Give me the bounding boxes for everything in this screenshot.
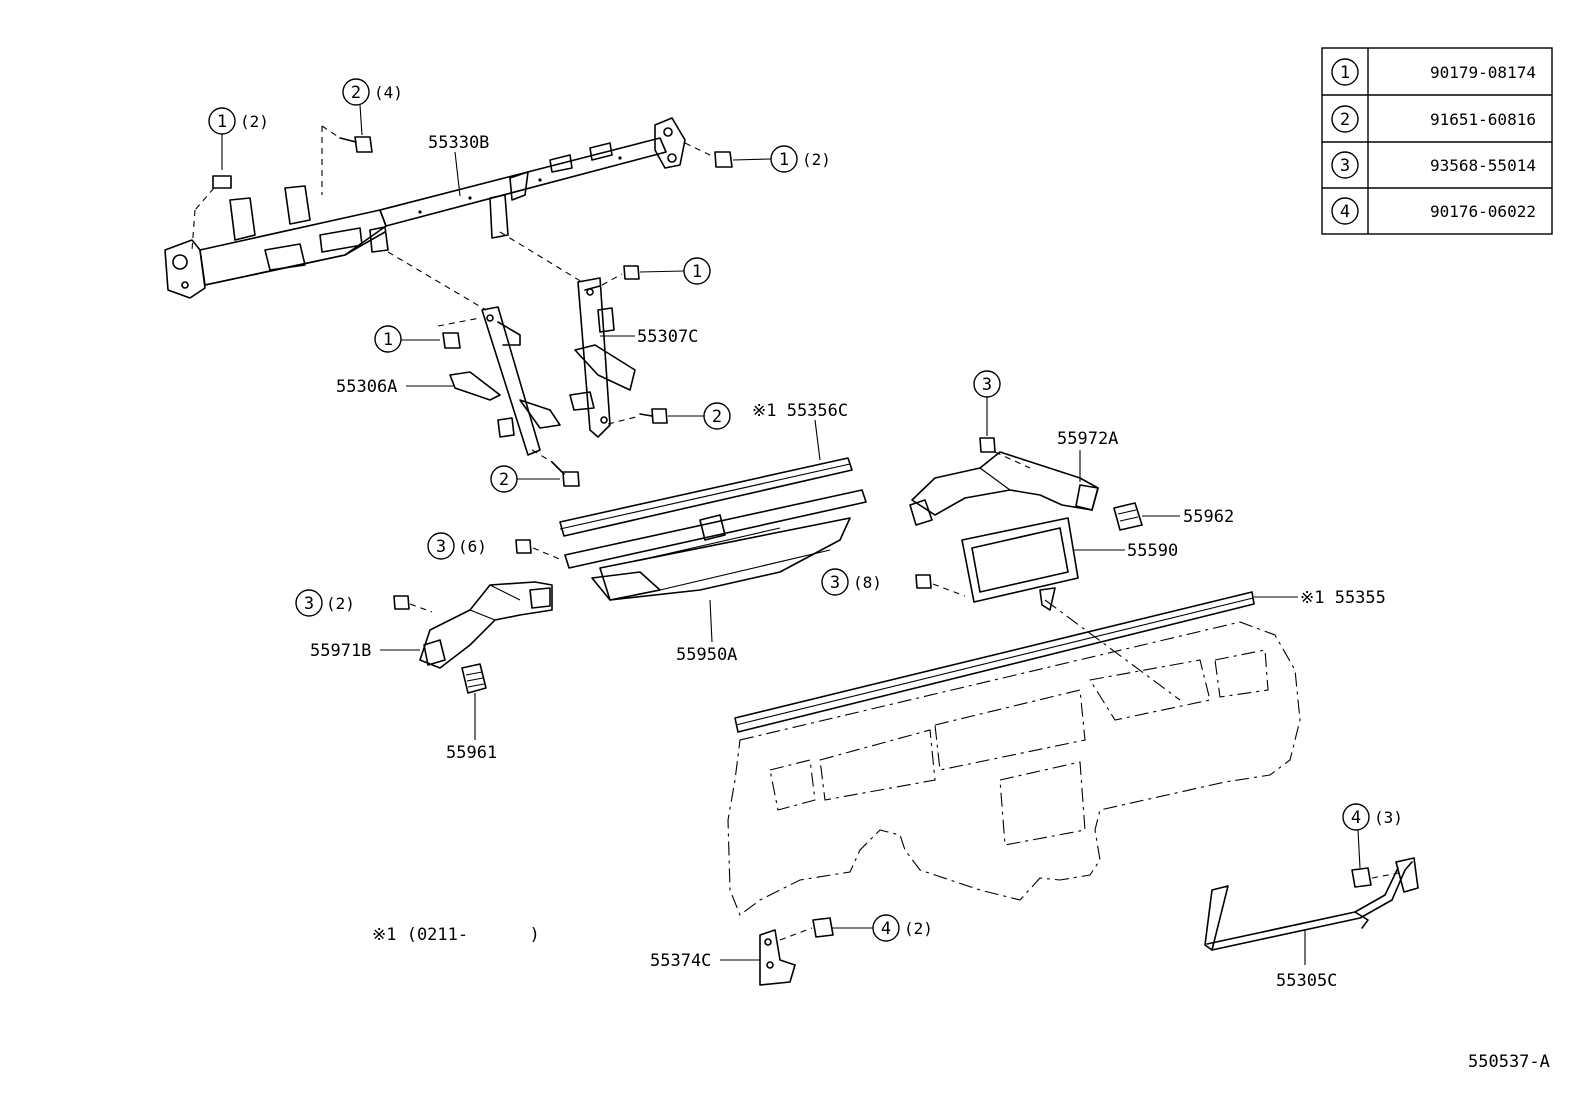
label-55305C: 55305C [1276,971,1337,991]
legend-num-2: 2 [1340,110,1350,130]
fastener-qty: (2) [802,150,831,169]
legend-part-1: 90179-08174 [1430,63,1536,82]
fastener-3-qty6: 3 (6) [427,532,563,561]
fastener-qty: (2) [904,919,933,938]
part-55950A-panel: 55950A [564,489,867,665]
part-55972A-duct: 55972A [909,429,1118,526]
fastener-num: 1 [383,330,393,350]
fastener-num: 2 [712,407,722,427]
legend-part-3: 93568-55014 [1430,156,1536,175]
fastener-1-qty2-left: 1 (2) [191,107,269,251]
fastener-qty: (2) [326,594,355,613]
fastener-num: 2 [351,83,361,103]
legend-row-3: 3 93568-55014 [1331,151,1536,179]
part-55305C-brace: 55305C [1204,857,1419,991]
fastener-4-qty2: 4 (2) [812,914,933,942]
fastener-num: 1 [779,150,789,170]
fastener-3-top: 3 [973,370,1031,469]
legend-num-4: 4 [1340,202,1350,222]
part-55971B-duct: 55971B [310,581,553,669]
part-55307C-brace: 55307C [499,231,698,438]
legend-part-2: 91651-60816 [1430,110,1536,129]
label-55961: 55961 [446,743,497,763]
fastener-2-lower-left: 2 [490,449,580,493]
label-55972A: 55972A [1057,429,1118,449]
fastener-4-qty3: 4 (3) [1342,803,1403,888]
fastener-num: 3 [830,573,840,593]
legend-part-4: 90176-06022 [1430,202,1536,221]
legend-row-4: 4 90176-06022 [1331,197,1536,225]
label-55950A: 55950A [676,645,737,665]
fastener-2-55307C: 2 [607,402,731,430]
legend-num-1: 1 [1340,63,1350,83]
fastener-2-qty4: 2 (4) [321,78,403,195]
fastener-num: 1 [692,262,702,282]
fastener-1-55307C: 1 [601,257,711,286]
fastener-num: 2 [499,470,509,490]
label-55962: 55962 [1183,507,1234,527]
fastener-num: 3 [982,375,992,395]
fastener-num: 3 [304,594,314,614]
footnote: ※1 (0211- ) [372,925,540,945]
part-55356C-strip: ※1 55356C [559,401,853,537]
label-55307C: 55307C [637,327,698,347]
fastener-3-qty8: 3 (8) [821,568,966,597]
fastener-num: 3 [436,537,446,557]
part-55330B-reinforcement-beam: 55330B [164,117,686,299]
fastener-qty: (3) [1374,808,1403,827]
legend-row-2: 2 91651-60816 [1331,105,1536,133]
part-55961-vent: 55961 [446,663,497,763]
legend-table: 1 90179-08174 2 91651-60816 3 93568-5501… [1321,47,1553,235]
fastener-qty: (2) [240,112,269,131]
part-55590-frame: 55590 [961,517,1178,611]
label-55374C: 55374C [650,951,711,971]
label-55590: 55590 [1127,541,1178,561]
fastener-qty: (8) [853,573,882,592]
fastener-qty: (6) [458,537,487,556]
label-55971B: 55971B [310,641,371,661]
fastener-num: 4 [881,919,891,939]
label-55306A: 55306A [336,377,397,397]
fastener-num: 4 [1351,808,1361,828]
legend-row-1: 1 90179-08174 [1331,58,1536,86]
legend-num-3: 3 [1340,156,1350,176]
dashboard-outline [727,599,1301,916]
label-55356C: ※1 55356C [752,401,848,421]
fastener-1-qty2-right: 1 (2) [684,142,831,173]
part-55374C-bracket: 55374C [650,927,813,986]
fastener-1-55306A: 1 [374,317,481,353]
part-55306A-brace: 55306A [336,251,561,456]
fastener-3-qty2: 3 (2) [295,589,433,617]
part-55355-strip: ※1 55355 [734,588,1386,733]
label-55355: ※1 55355 [1300,588,1386,608]
figure-id: 550537-A [1468,1052,1550,1072]
part-55962-vent: 55962 [1113,502,1234,531]
fastener-qty: (4) [374,83,403,102]
fastener-num: 1 [217,112,227,132]
label-55330B: 55330B [428,133,489,153]
